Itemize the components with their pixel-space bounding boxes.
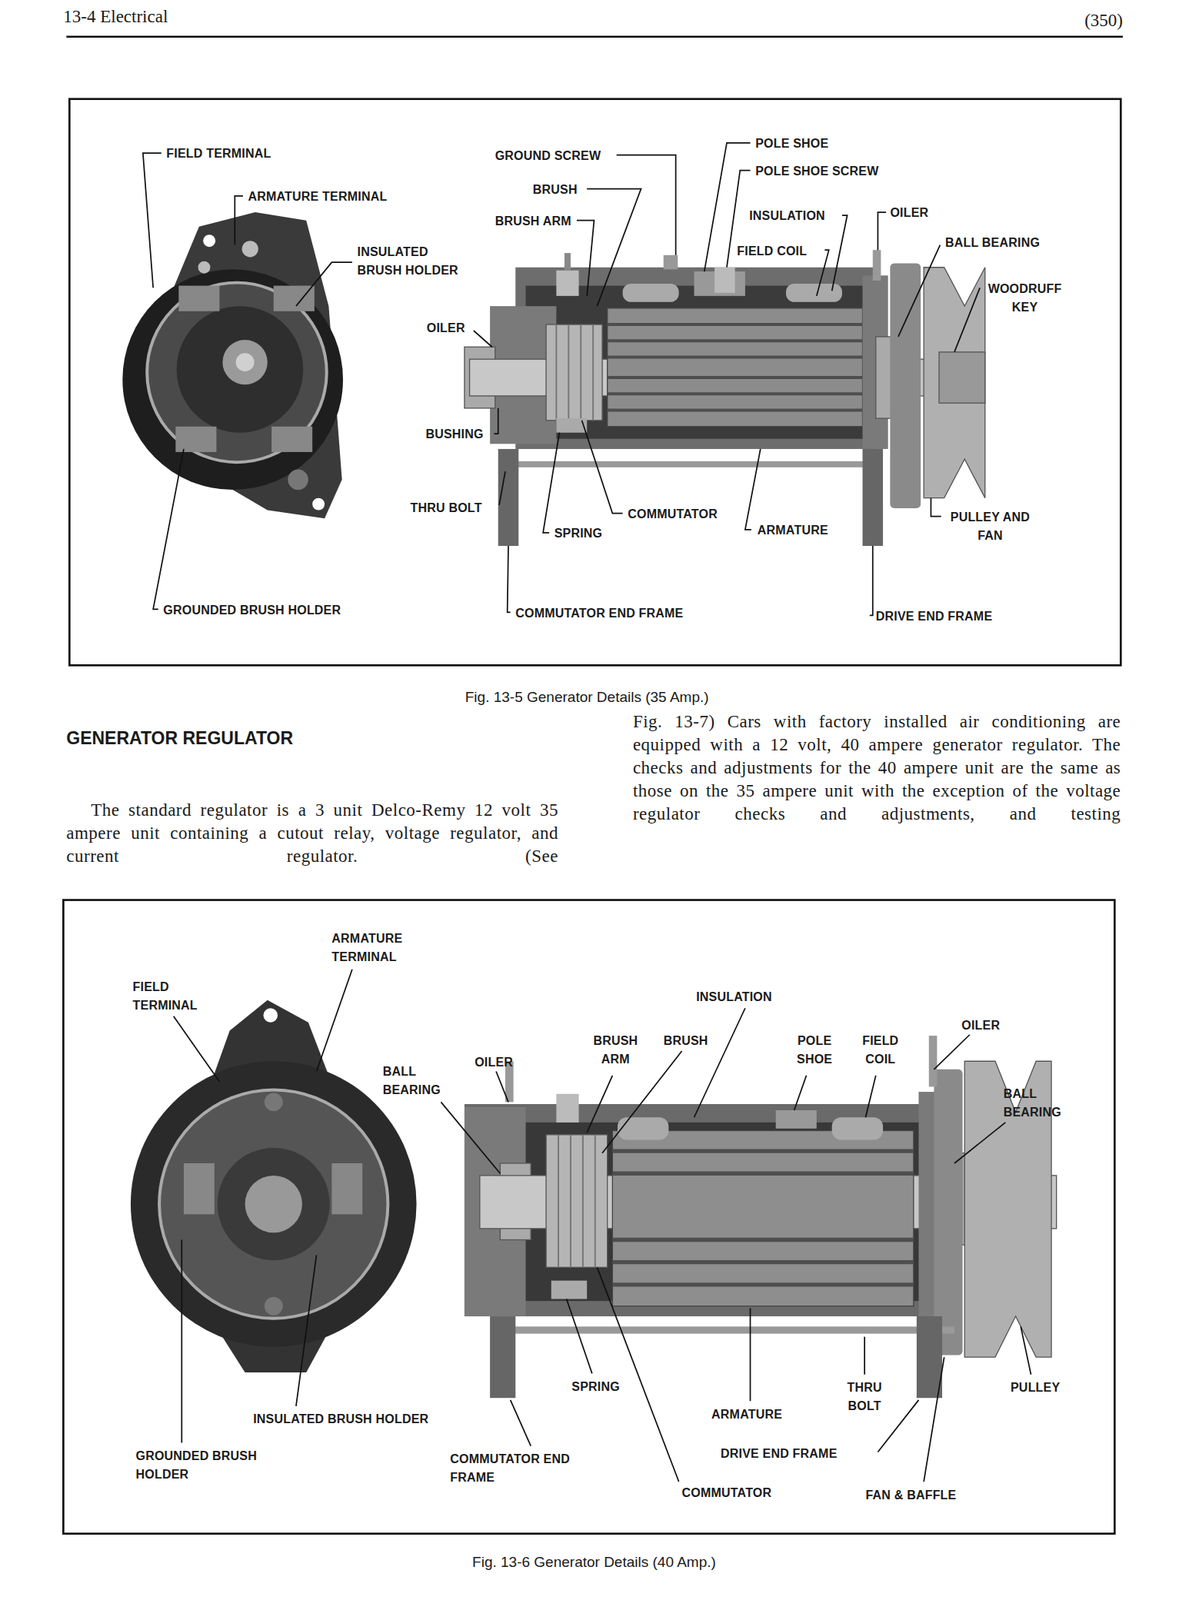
part-label: BRUSH ARM (495, 212, 572, 231)
part-label: FIELD COIL (736, 242, 807, 261)
part-label: SPRING (554, 524, 603, 543)
part-label: GROUND SCREW (495, 146, 602, 166)
part-label: SPRING (571, 1378, 620, 1397)
part-label: OILER (474, 1053, 513, 1073)
part-label: POLE SHOE (789, 1032, 840, 1070)
part-label: POLE SHOE (755, 134, 829, 154)
part-label: OILER (961, 1016, 1000, 1036)
part-label: THRU BOLT (410, 499, 483, 518)
body-paragraph: The standard regulator is a 3 unit Delco… (66, 799, 559, 869)
part-label: ARMATURE (711, 1405, 783, 1425)
part-label: COMMUTATOR (627, 505, 718, 524)
part-label: INSULATION (749, 206, 826, 226)
part-label: BRUSH (663, 1032, 709, 1051)
part-label: FIELD TERMINAL (166, 144, 271, 164)
part-label: ARMATURE (757, 521, 829, 540)
part-label: COMMUTATOR END FRAME (449, 1450, 573, 1488)
part-label: BRUSH (532, 180, 578, 200)
part-label: BUSHING (425, 425, 483, 444)
page-header: (350) (1084, 9, 1123, 32)
part-label: OILER (426, 319, 466, 338)
part-label: GROUNDED BRUSH HOLDER (136, 1447, 270, 1485)
part-label: FIELD TERMINAL (133, 978, 215, 1016)
body-paragraph: Fig. 13-7) Cars with factory installed a… (632, 710, 1121, 826)
part-label: THRU BOLT (839, 1378, 890, 1416)
part-label: BRUSH ARM (589, 1032, 641, 1070)
part-label: WOODRUFF KEY (982, 279, 1067, 317)
section-heading: GENERATOR REGULATOR (66, 727, 294, 750)
part-label: FAN & BAFFLE (865, 1486, 957, 1506)
part-label: ARMATURE TERMINAL (331, 929, 423, 967)
part-label: PULLEY (1010, 1378, 1060, 1398)
part-label: ARMATURE TERMINAL (248, 187, 388, 207)
part-label: PULLEY AND FAN (944, 508, 1036, 546)
part-label: INSULATED BRUSH HOLDER (357, 243, 460, 280)
figure-caption: Fig. 13-5 Generator Details (35 Amp.) (465, 688, 710, 707)
part-label: BALL BEARING (945, 233, 1040, 253)
page-header: 13-4 Electrical (63, 6, 168, 28)
part-label: BALL BEARING (383, 1062, 455, 1100)
part-label: POLE SHOE SCREW (755, 162, 879, 181)
part-label: BALL BEARING (1003, 1085, 1076, 1123)
part-label: DRIVE END FRAME (720, 1445, 837, 1464)
part-label: INSULATED BRUSH HOLDER (253, 1410, 429, 1429)
part-label: DRIVE END FRAME (875, 607, 993, 627)
part-label: COMMUTATOR END FRAME (515, 604, 683, 623)
part-label: GROUNDED BRUSH HOLDER (163, 601, 341, 620)
part-label: COMMUTATOR (682, 1484, 773, 1503)
part-label: INSULATION (696, 988, 773, 1007)
part-label: OILER (889, 203, 929, 223)
part-label: FIELD COIL (857, 1032, 904, 1070)
figure-caption: Fig. 13-6 Generator Details (40 Amp.) (472, 1553, 717, 1572)
